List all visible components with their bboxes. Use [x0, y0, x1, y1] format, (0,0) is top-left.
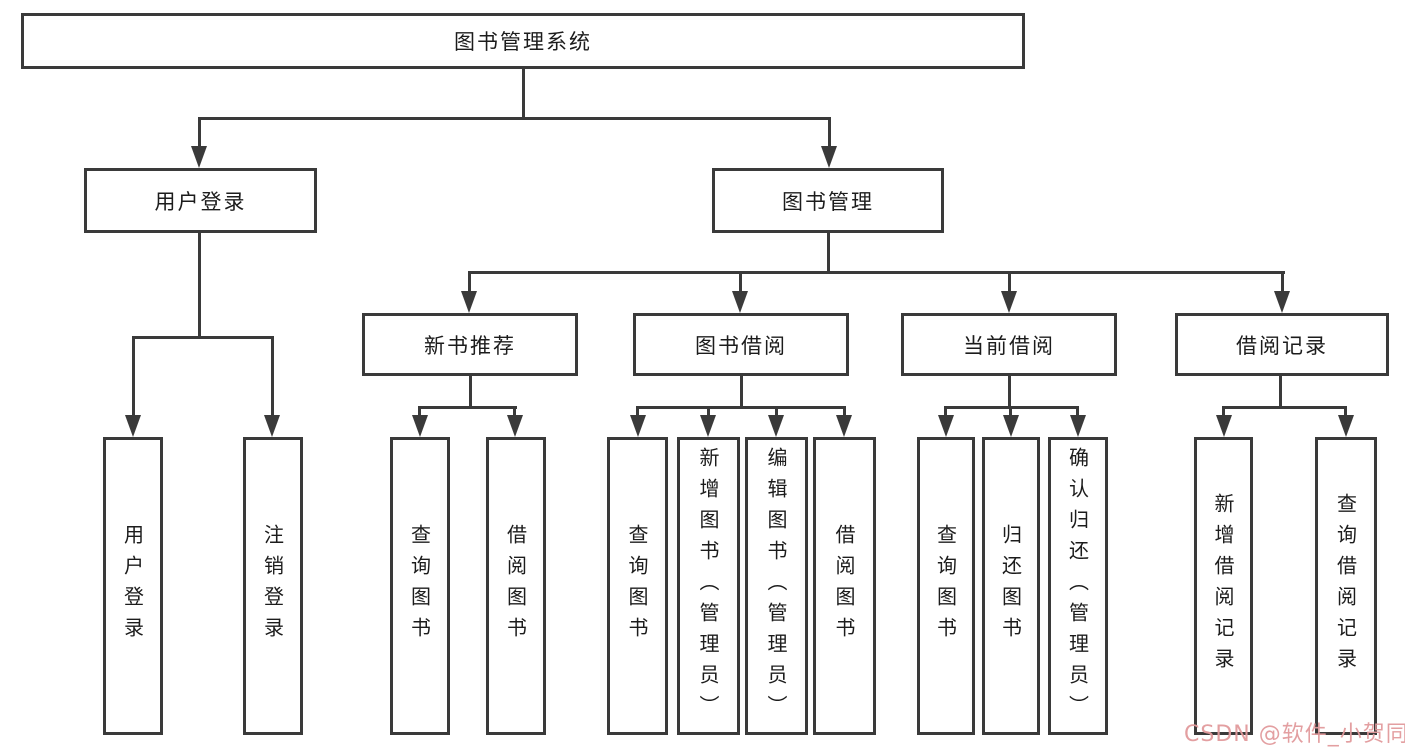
connector-line	[1009, 406, 1012, 417]
connector-line	[418, 406, 517, 409]
leaf-query-borrow-record: 查询借阅记录	[1315, 437, 1377, 735]
connector-line	[827, 233, 830, 271]
connector-line	[522, 69, 525, 117]
connector-line	[1076, 406, 1079, 417]
arrow-down-icon	[191, 146, 207, 168]
connector-line	[1279, 376, 1282, 406]
arrow-down-icon	[938, 415, 954, 437]
arrow-down-icon	[264, 415, 280, 437]
node-current-borrowing: 当前借阅	[901, 313, 1117, 376]
connector-line	[271, 336, 274, 416]
node-user-login: 用户登录	[84, 168, 317, 233]
arrow-down-icon	[1003, 415, 1019, 437]
arrow-down-icon	[1216, 415, 1232, 437]
arrow-down-icon	[125, 415, 141, 437]
connector-line	[707, 406, 710, 417]
arrow-down-icon	[412, 415, 428, 437]
arrow-down-icon	[1338, 415, 1354, 437]
leaf-return-books: 归还图书	[982, 437, 1040, 735]
arrow-down-icon	[1274, 291, 1290, 313]
connector-line	[636, 406, 845, 409]
arrow-down-icon	[461, 291, 477, 313]
connector-line	[1222, 406, 1347, 409]
connector-line	[739, 271, 742, 293]
node-new-book-recommend: 新书推荐	[362, 313, 578, 376]
arrow-down-icon	[836, 415, 852, 437]
connector-line	[468, 271, 471, 293]
arrow-down-icon	[1070, 415, 1086, 437]
connector-line	[1008, 271, 1011, 293]
connector-line	[775, 406, 778, 417]
leaf-borrow-books-recommend: 借阅图书	[486, 437, 546, 735]
leaf-add-borrow-record: 新增借阅记录	[1194, 437, 1253, 735]
node-book-borrowing: 图书借阅	[633, 313, 849, 376]
connector-line	[636, 406, 639, 417]
arrow-down-icon	[1001, 291, 1017, 313]
leaf-borrow-books: 借阅图书	[813, 437, 876, 735]
connector-line	[132, 336, 274, 339]
connector-line	[1281, 271, 1284, 293]
leaf-logout: 注销登录	[243, 437, 303, 735]
node-borrowing-records: 借阅记录	[1175, 313, 1389, 376]
node-root: 图书管理系统	[21, 13, 1025, 69]
connector-line	[944, 406, 947, 417]
leaf-query-books-borrowing: 查询图书	[607, 437, 668, 735]
arrow-down-icon	[768, 415, 784, 437]
arrow-down-icon	[700, 415, 716, 437]
connector-line	[1344, 406, 1347, 417]
connector-line	[132, 336, 135, 416]
connector-line	[468, 271, 1285, 274]
leaf-query-books-recommend: 查询图书	[390, 437, 450, 735]
connector-line	[198, 233, 201, 336]
connector-line	[418, 406, 421, 417]
arrow-down-icon	[507, 415, 523, 437]
connector-line	[198, 117, 831, 120]
connector-line	[843, 406, 846, 417]
connector-line	[740, 376, 743, 406]
arrow-down-icon	[630, 415, 646, 437]
leaf-query-books-current: 查询图书	[917, 437, 975, 735]
connector-line	[198, 117, 201, 147]
leaf-user-login: 用户登录	[103, 437, 163, 735]
connector-line	[828, 117, 831, 147]
arrow-down-icon	[732, 291, 748, 313]
arrow-down-icon	[821, 146, 837, 168]
csdn-watermark: CSDN @软件_小贺同学	[1184, 722, 1405, 747]
connector-line	[469, 376, 472, 406]
connector-line	[1008, 376, 1011, 406]
connector-line	[1222, 406, 1225, 417]
leaf-edit-books-admin: 编辑图书（管理员）	[745, 437, 808, 735]
leaf-add-books-admin: 新增图书（管理员）	[677, 437, 740, 735]
connector-line	[513, 406, 516, 417]
leaf-confirm-return-admin: 确认归还（管理员）	[1048, 437, 1108, 735]
node-book-management: 图书管理	[712, 168, 944, 233]
